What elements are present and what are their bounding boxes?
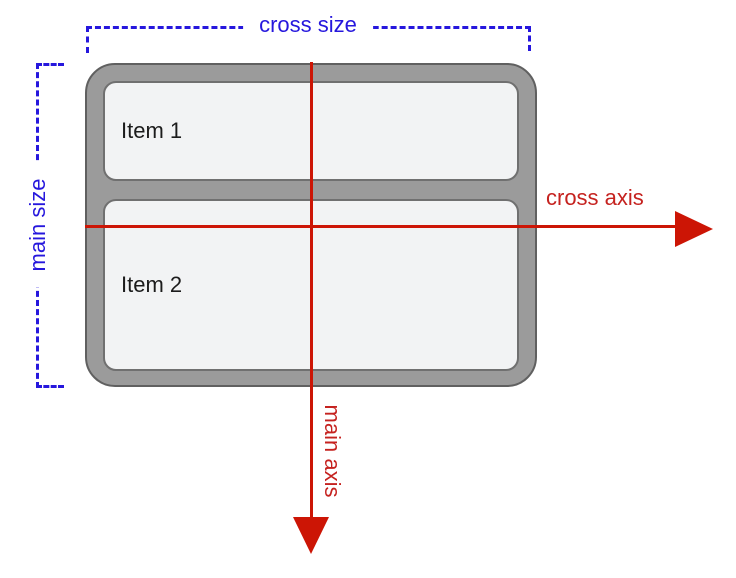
cross-size-left-tick <box>86 26 89 53</box>
flex-item-1-label: Item 1 <box>121 118 183 143</box>
cross-axis-line <box>85 225 677 228</box>
main-size-label: main size <box>25 162 51 288</box>
cross-size-label: cross size <box>243 12 373 38</box>
cross-axis-label: cross axis <box>546 185 644 210</box>
main-axis-label: main axis <box>320 404 345 498</box>
main-size-top-tick <box>36 63 64 66</box>
main-axis-line <box>310 62 313 518</box>
cross-axis-arrowhead-icon <box>675 211 713 247</box>
flex-item-2-label: Item 2 <box>121 272 183 297</box>
main-axis-arrowhead-icon <box>293 517 329 554</box>
main-size-bottom-tick <box>36 385 64 388</box>
cross-size-right-tick <box>528 26 531 51</box>
